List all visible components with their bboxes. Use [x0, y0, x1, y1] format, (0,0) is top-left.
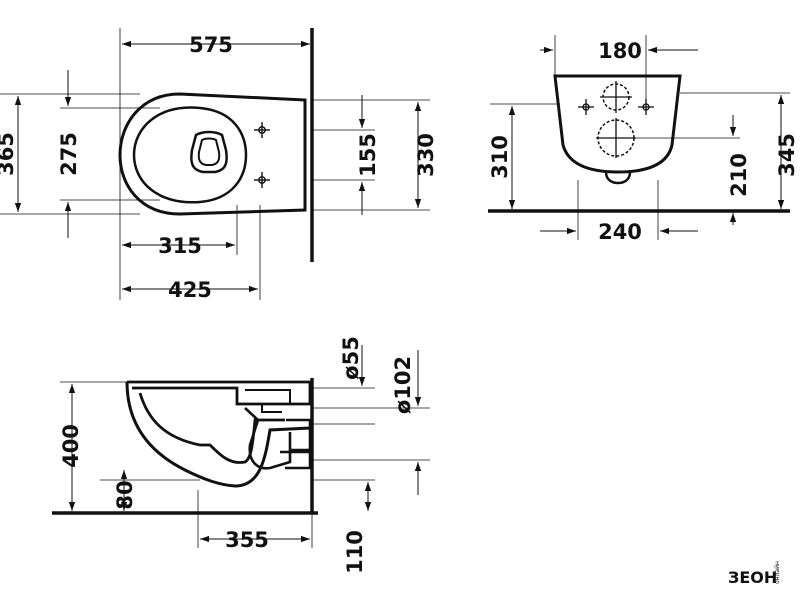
- top-bowl-outline: [118, 92, 307, 216]
- dim-110: 110: [343, 530, 367, 574]
- dim-310: 310: [488, 135, 512, 179]
- dim-155: 155: [356, 133, 380, 177]
- dim-o102: ø102: [391, 356, 415, 414]
- side-view: [52, 345, 430, 548]
- dim-355: 355: [225, 528, 269, 552]
- side-dim-labels: ø55 ø102 400 80 355 110: [59, 336, 415, 574]
- side-outlet-lower: [280, 450, 312, 470]
- side-internal-detail: [245, 389, 291, 413]
- side-extension-lines: [60, 381, 430, 548]
- top-outlet-shape: [190, 130, 228, 174]
- back-view: [488, 35, 790, 240]
- top-bolt-marks: [254, 122, 270, 188]
- dim-275: 275: [57, 132, 81, 176]
- back-dim-arrows: [508, 46, 785, 235]
- dim-80: 80: [113, 480, 137, 509]
- dim-o55: ø55: [339, 336, 363, 380]
- dim-210: 210: [727, 153, 751, 197]
- top-extension-lines: [0, 28, 430, 300]
- side-seat-outline: [127, 380, 312, 406]
- dim-365: 365: [0, 132, 18, 176]
- side-dim-arrows: [68, 345, 422, 543]
- side-bowl-inner: [138, 392, 285, 464]
- top-dim-labels: 575 365 275 155 330 315 425: [0, 33, 438, 302]
- back-outlet-bottom: [604, 171, 632, 185]
- back-dim-labels: 180 310 210 345 240: [488, 39, 799, 244]
- dim-180: 180: [598, 39, 642, 63]
- dim-240: 240: [598, 220, 642, 244]
- dim-330: 330: [414, 133, 438, 177]
- back-crosshairs: [578, 81, 654, 158]
- top-view: [0, 28, 430, 300]
- dim-425: 425: [168, 278, 212, 302]
- top-dim-arrows: [14, 40, 422, 293]
- top-outlet-inner: [197, 137, 221, 166]
- dim-315: 315: [158, 234, 202, 258]
- back-body-outline: [553, 74, 682, 174]
- brand-tagline: онлайн: [774, 561, 781, 584]
- side-outlet-block: [286, 418, 312, 452]
- dim-400: 400: [59, 424, 83, 468]
- brand-name: ЗЕОН: [728, 568, 777, 587]
- dim-575: 575: [189, 33, 233, 57]
- side-bowl-outer: [125, 381, 311, 488]
- brand-logo: ЗЕОН онлайн: [728, 561, 781, 587]
- dim-345: 345: [775, 133, 799, 177]
- side-trap: [244, 407, 292, 470]
- back-extension-lines: [490, 35, 790, 240]
- top-bowl-rim: [132, 106, 248, 204]
